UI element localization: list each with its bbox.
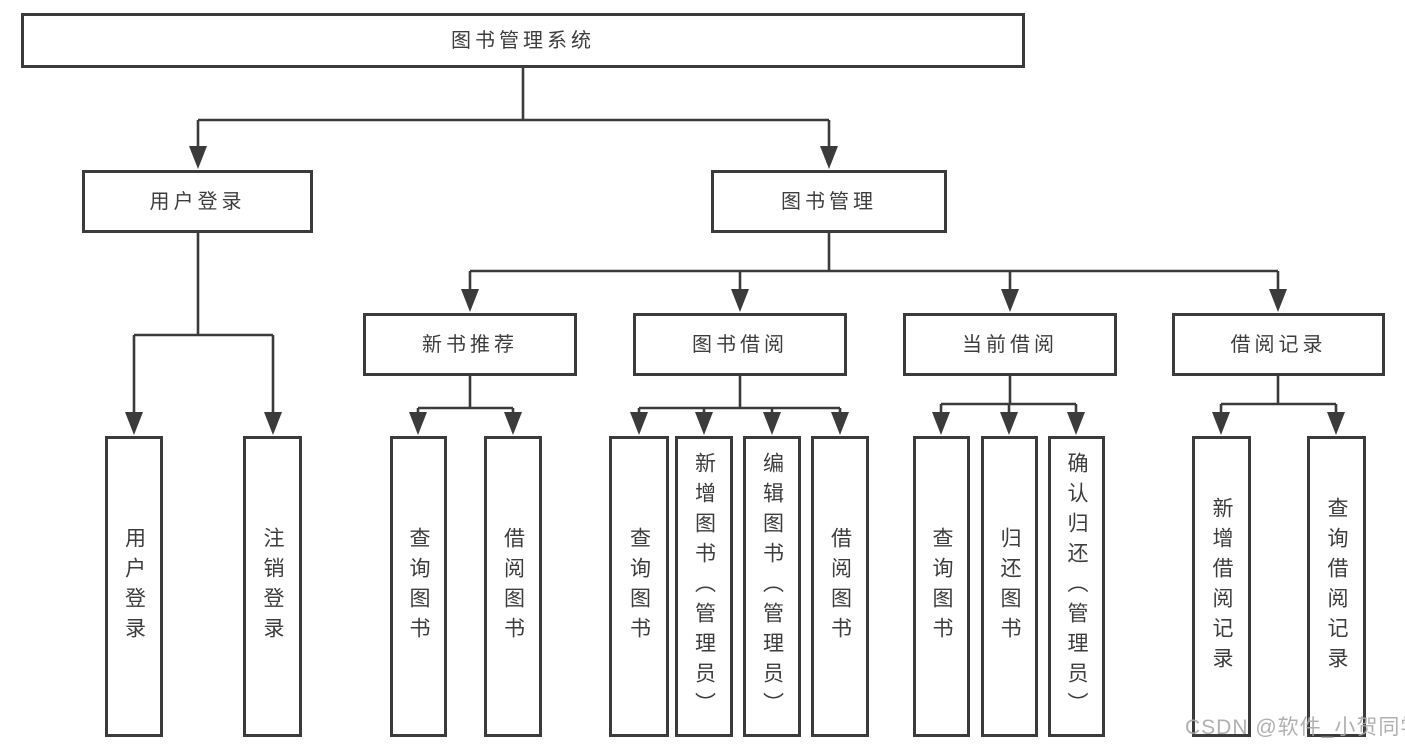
node-label: 图书借阅: [692, 333, 788, 356]
leaf-borrow-books: 借阅图书: [811, 436, 869, 737]
node-book-borrowing: 图书借阅: [633, 313, 847, 376]
node-book-management: 图书管理: [711, 170, 947, 233]
node-current-borrowing: 当前借阅: [903, 313, 1117, 376]
csdn-watermark: CSDN @软件_小贺同学: [1185, 716, 1405, 739]
leaf-label: 借阅图书: [828, 526, 852, 647]
node-borrow-records: 借阅记录: [1172, 313, 1385, 376]
leaf-user-login: 用户登录: [105, 436, 163, 737]
node-library-management-system: 图书管理系统: [21, 13, 1025, 68]
leaf-label: 用户登录: [122, 526, 146, 647]
leaf-label: 借阅图书: [501, 526, 525, 647]
leaf-add-borrow-record: 新增借阅记录: [1192, 436, 1251, 737]
node-label: 当前借阅: [962, 333, 1058, 356]
leaf-add-books-admin: 新增图书（管理员）: [675, 436, 733, 737]
leaf-label: 查询图书: [627, 526, 651, 647]
leaf-return-books: 归还图书: [981, 436, 1038, 737]
leaf-logout: 注销登录: [243, 436, 302, 737]
node-user-login: 用户登录: [82, 170, 313, 233]
leaf-label: 编辑图书（管理员）: [760, 451, 784, 722]
node-new-book-recommendation: 新书推荐: [363, 313, 577, 376]
leaf-query-books: 查询图书: [390, 436, 447, 737]
leaf-label: 新增借阅记录: [1210, 496, 1233, 677]
leaf-edit-books-admin: 编辑图书（管理员）: [743, 436, 801, 737]
leaf-label: 查询图书: [930, 526, 953, 647]
leaf-label: 注销登录: [261, 526, 284, 647]
leaf-label: 查询借阅记录: [1325, 496, 1348, 677]
node-label: 借阅记录: [1230, 333, 1327, 356]
node-label: 图书管理: [781, 190, 877, 213]
leaf-confirm-return-admin: 确认归还（管理员）: [1048, 436, 1105, 737]
leaf-label: 归还图书: [998, 526, 1021, 647]
leaf-label: 确认归还（管理员）: [1065, 451, 1088, 722]
leaf-query-books: 查询图书: [609, 436, 669, 737]
leaf-label: 查询图书: [407, 526, 430, 647]
node-label: 用户登录: [149, 190, 246, 213]
leaf-query-books: 查询图书: [913, 436, 970, 737]
leaf-label: 新增图书（管理员）: [692, 451, 716, 722]
node-label: 图书管理系统: [451, 29, 595, 52]
leaf-query-borrow-record: 查询借阅记录: [1307, 436, 1366, 737]
leaf-borrow-books: 借阅图书: [484, 436, 542, 737]
node-label: 新书推荐: [422, 333, 518, 356]
